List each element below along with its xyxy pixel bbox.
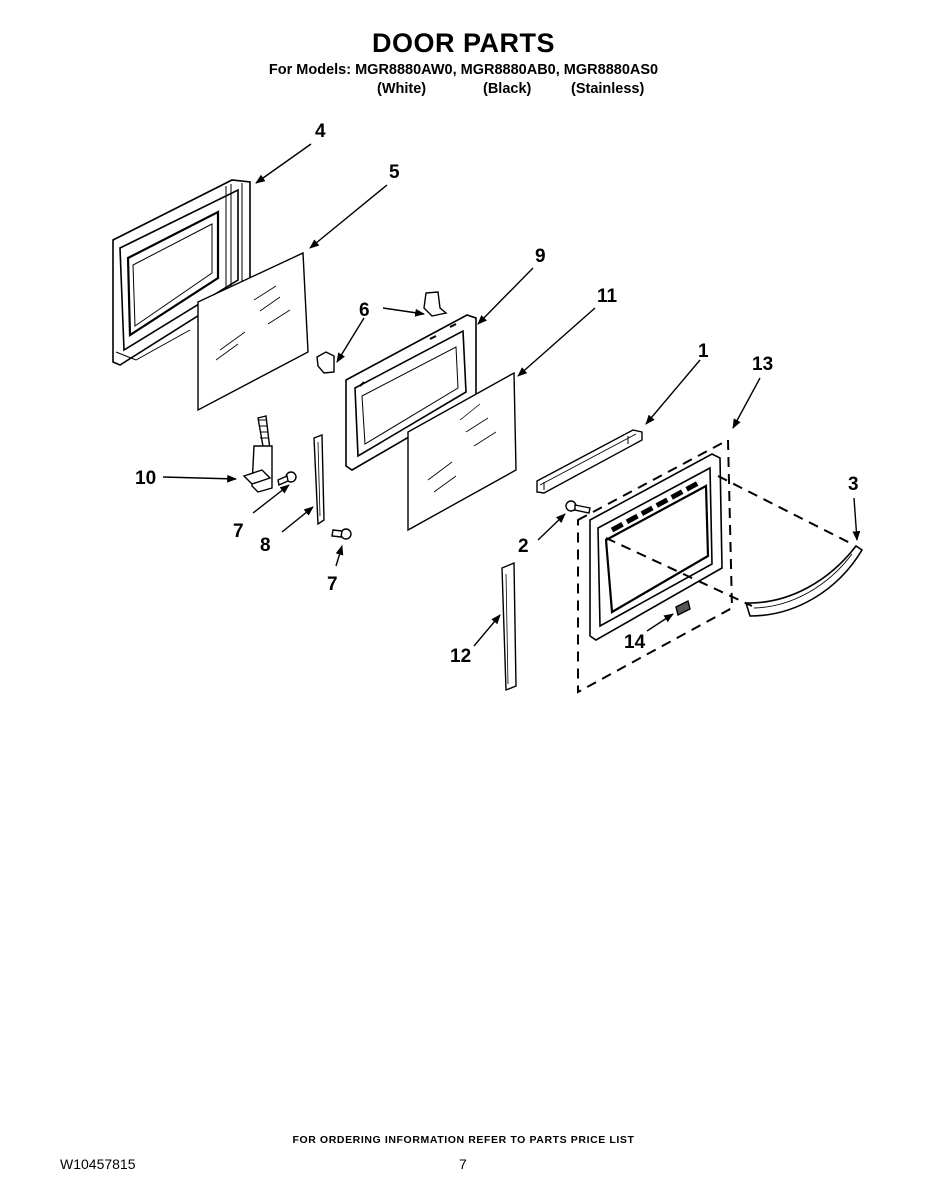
outer-door-assembly-outline bbox=[577, 438, 734, 694]
ordering-note: FOR ORDERING INFORMATION REFER TO PARTS … bbox=[292, 1134, 635, 1146]
handle-screw bbox=[565, 500, 591, 514]
callout-14: 14 bbox=[624, 632, 646, 653]
finish-stainless: (Stainless) bbox=[571, 81, 645, 97]
models-line: For Models: MGR8880AW0, MGR8880AB0, MGR8… bbox=[268, 62, 659, 78]
callout-13: 13 bbox=[752, 354, 773, 375]
document-number: W10457815 bbox=[60, 1156, 136, 1172]
vent-trim bbox=[536, 429, 643, 494]
callout-6: 6 bbox=[359, 300, 370, 321]
callout-2: 2 bbox=[518, 536, 529, 557]
callout-3: 3 bbox=[848, 474, 859, 495]
page-number: 7 bbox=[459, 1156, 467, 1172]
callout-9: 9 bbox=[535, 246, 546, 267]
callout-7-lower: 7 bbox=[327, 574, 338, 595]
finish-white: (White) bbox=[377, 81, 427, 97]
outer-glass bbox=[407, 371, 517, 532]
glass-clip-upper bbox=[423, 291, 448, 317]
callout-4: 4 bbox=[315, 121, 326, 142]
callout-5: 5 bbox=[389, 162, 400, 183]
hinge-channel bbox=[313, 433, 325, 526]
outer-door-panel bbox=[589, 453, 723, 641]
callout-7-upper: 7 bbox=[233, 521, 244, 542]
side-trim bbox=[501, 561, 517, 692]
handle-alignment-lines bbox=[605, 475, 853, 607]
callout-8: 8 bbox=[260, 535, 271, 556]
finish-black: (Black) bbox=[483, 81, 532, 97]
callout-1: 1 bbox=[698, 341, 709, 362]
inner-door-liner bbox=[112, 179, 251, 366]
inner-glass bbox=[197, 251, 309, 412]
leader-lines bbox=[162, 143, 861, 647]
callout-10: 10 bbox=[135, 468, 156, 489]
glass-clip-lower bbox=[316, 351, 335, 374]
hinge-screw-lower bbox=[331, 528, 352, 540]
hinge-screw-upper bbox=[277, 471, 297, 486]
door-handle bbox=[744, 544, 864, 617]
door-hinge bbox=[242, 415, 273, 493]
door-badge bbox=[675, 599, 691, 617]
callout-12: 12 bbox=[450, 646, 471, 667]
callout-11: 11 bbox=[597, 286, 618, 307]
page-title: DOOR PARTS bbox=[371, 28, 555, 58]
